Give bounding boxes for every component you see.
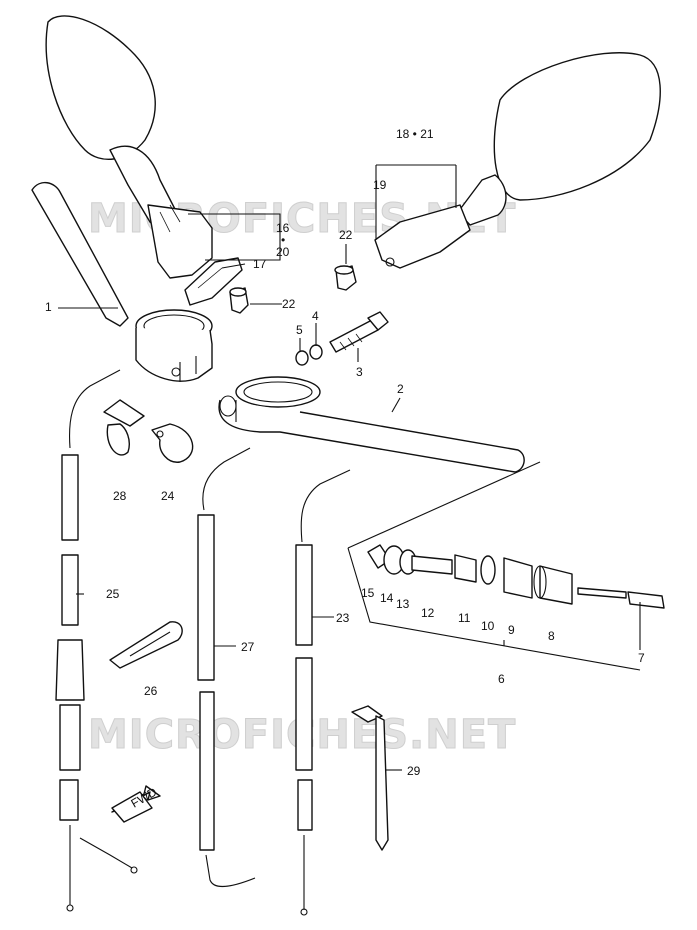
label-16-dot: •	[281, 233, 285, 247]
label-23: 23	[336, 611, 350, 625]
washer-4	[309, 344, 323, 360]
label-28: 28	[113, 489, 127, 503]
label-16: 16	[276, 221, 290, 235]
label-15: 15	[361, 586, 375, 600]
mirror-base-plate	[184, 257, 243, 306]
label-4: 4	[312, 309, 319, 323]
nut-22-lower	[229, 287, 249, 314]
cable-25	[55, 369, 138, 912]
label-27: 27	[241, 640, 255, 654]
nut-22-upper	[334, 265, 357, 291]
cable-27	[197, 447, 256, 888]
label-3: 3	[356, 365, 363, 379]
bolt-3	[329, 311, 389, 353]
clamp-28	[103, 399, 145, 456]
label-12: 12	[421, 606, 435, 620]
label-10: 10	[481, 619, 495, 633]
label-20: 20	[276, 245, 290, 259]
clamp-24	[151, 423, 194, 463]
left-mirror	[45, 15, 213, 279]
bracket-26	[109, 621, 183, 669]
label-8: 8	[548, 629, 555, 643]
label-29: 29	[407, 764, 421, 778]
label-9: 9	[508, 623, 515, 637]
label-17: 17	[253, 257, 267, 271]
left-handlebar	[31, 182, 213, 382]
label-22-lower: 22	[282, 297, 296, 311]
right-handlebar	[218, 376, 525, 473]
label-26: 26	[144, 684, 158, 698]
label-24: 24	[161, 489, 175, 503]
label-13: 13	[396, 597, 410, 611]
label-22-upper: 22	[339, 228, 353, 242]
right-mirror	[374, 52, 661, 269]
grip-assembly	[347, 461, 665, 671]
label-19: 19	[373, 178, 387, 192]
label-5: 5	[296, 323, 303, 337]
label-7: 7	[638, 651, 645, 665]
label-1: 1	[45, 300, 52, 314]
leader-lines	[58, 164, 641, 771]
cable-23	[295, 469, 351, 916]
tool-29	[351, 705, 389, 851]
label-18-21: 18 • 21	[396, 127, 434, 141]
fwd-arrow-icon: FWD	[111, 785, 161, 823]
washer-5	[295, 350, 309, 366]
label-2: 2	[397, 382, 404, 396]
label-14: 14	[380, 591, 394, 605]
label-6: 6	[498, 672, 505, 686]
label-25: 25	[106, 587, 120, 601]
label-11: 11	[458, 611, 471, 625]
